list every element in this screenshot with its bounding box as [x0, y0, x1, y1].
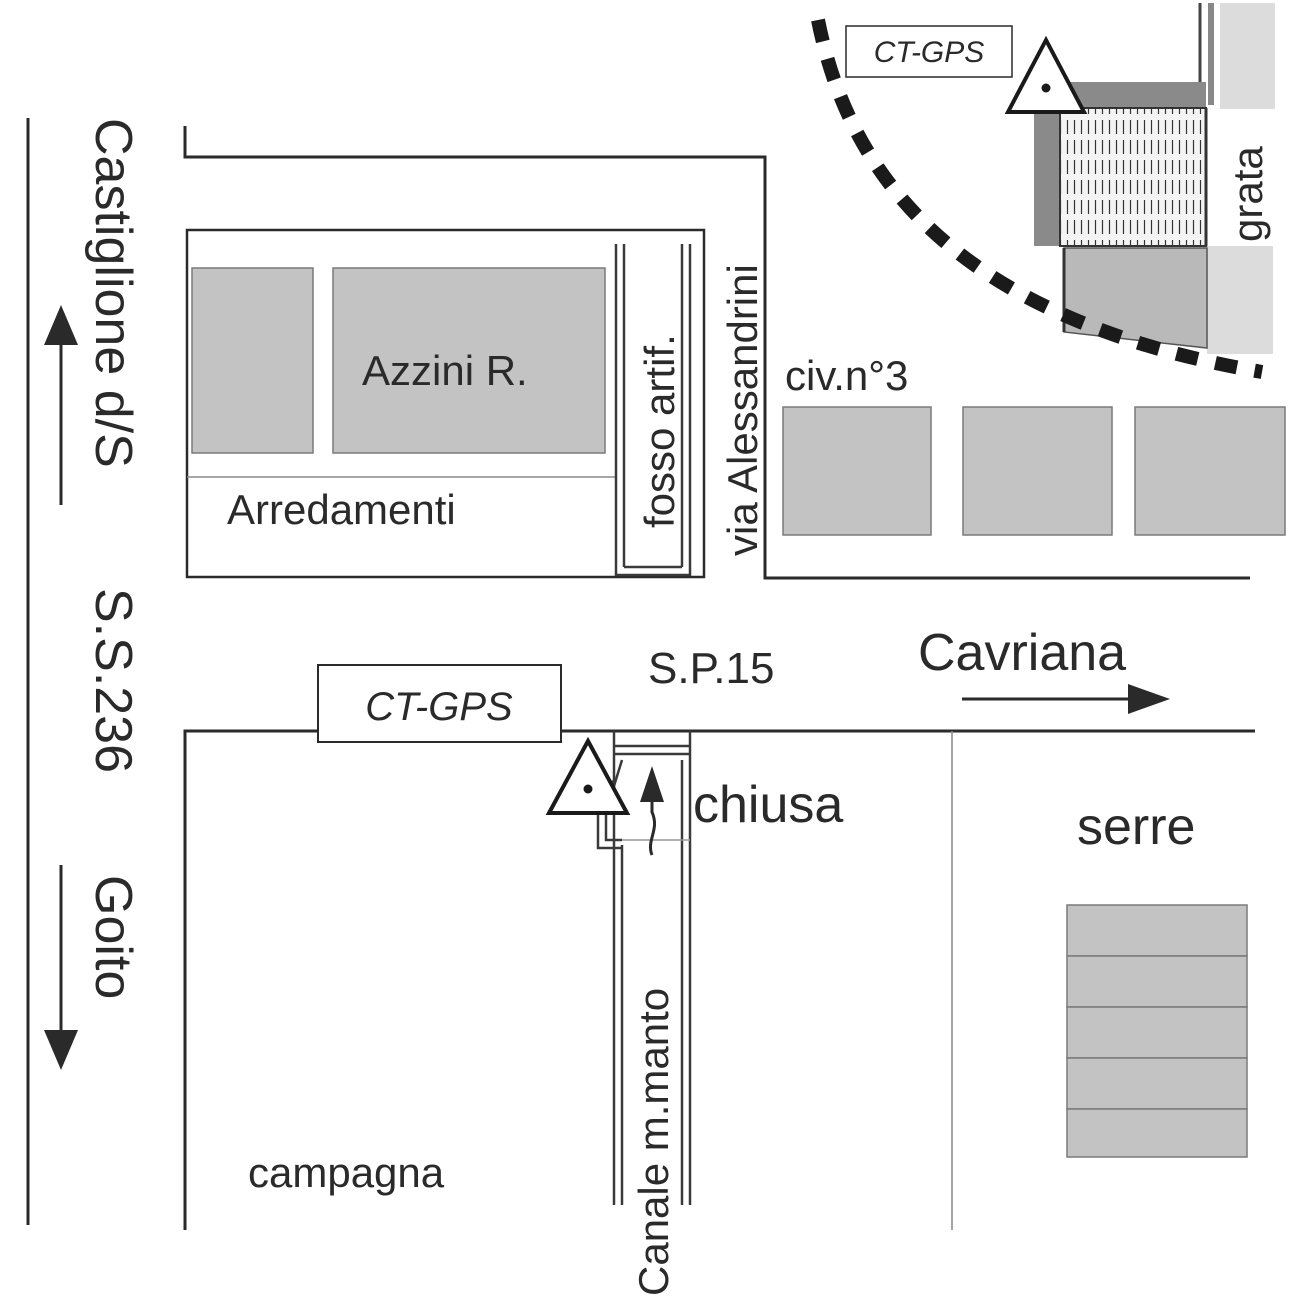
- gps-station-icon-main: [545, 736, 631, 815]
- building-azzini-main: [332, 267, 606, 454]
- fosso-channel-left: [614, 244, 692, 577]
- arrow-south-icon: [44, 1030, 78, 1070]
- gps-station-dot-inset: [1041, 83, 1051, 93]
- gps-label-inset: CT-GPS: [874, 36, 985, 69]
- building-2: [962, 406, 1113, 536]
- inset-gray-strip-top: [1220, 3, 1275, 109]
- label-grata: grata: [1224, 146, 1271, 242]
- label-goito: Goito: [84, 875, 142, 999]
- label-cavriana: Cavriana: [918, 624, 1126, 682]
- inset-detail: CT-GPS grata: [811, 3, 1275, 379]
- flow-arrow-head-icon: [640, 766, 664, 802]
- inset-dashed-boundary: [811, 18, 1264, 379]
- label-arredamenti: Arredamenti: [227, 486, 456, 533]
- greenhouse-4: [1066, 1057, 1248, 1110]
- greenhouse-5: [1066, 1108, 1248, 1158]
- label-campagna: campagna: [248, 1149, 445, 1196]
- greenhouse-3: [1066, 1006, 1248, 1059]
- label-chiusa: chiusa: [693, 776, 843, 834]
- label-sp15: S.P.15: [648, 644, 774, 693]
- inset-grate-icon: [1059, 107, 1207, 247]
- label-fosso: fosso artif.: [636, 334, 683, 528]
- inset-basin: [1063, 247, 1208, 349]
- label-ss236: S.S.236: [84, 588, 142, 773]
- greenhouse-2: [1066, 955, 1248, 1008]
- gps-label-main: CT-GPS: [365, 685, 513, 729]
- label-azzini: Azzini R.: [362, 347, 528, 394]
- greenhouse-1: [1066, 904, 1248, 957]
- arrow-east-icon: [1128, 684, 1170, 714]
- label-civ3: civ.n°3: [785, 352, 908, 399]
- arrow-north-icon: [44, 305, 78, 345]
- building-azzini-small: [191, 267, 314, 454]
- block-azzini: [185, 228, 706, 579]
- block-top-boundary: [183, 126, 1250, 580]
- label-via-alessandrini: via Alessandrini: [719, 264, 766, 556]
- gps-label-box-main: [317, 664, 562, 743]
- road-sp15-south: [183, 729, 1255, 1230]
- flow-arrow-icon: [649, 794, 657, 856]
- inset-gray-strip-bottom: [1207, 246, 1273, 354]
- gps-label-box-inset: [845, 25, 1013, 78]
- label-canale: Canale m.manto: [630, 988, 677, 1296]
- building-3: [1134, 406, 1286, 536]
- gps-station-icon-inset: [1004, 35, 1088, 114]
- gps-station-dot-main: [583, 784, 593, 794]
- label-castiglione: Castiglione d/S: [84, 118, 142, 468]
- building-civ3: [782, 406, 932, 536]
- label-serre: serre: [1077, 798, 1195, 856]
